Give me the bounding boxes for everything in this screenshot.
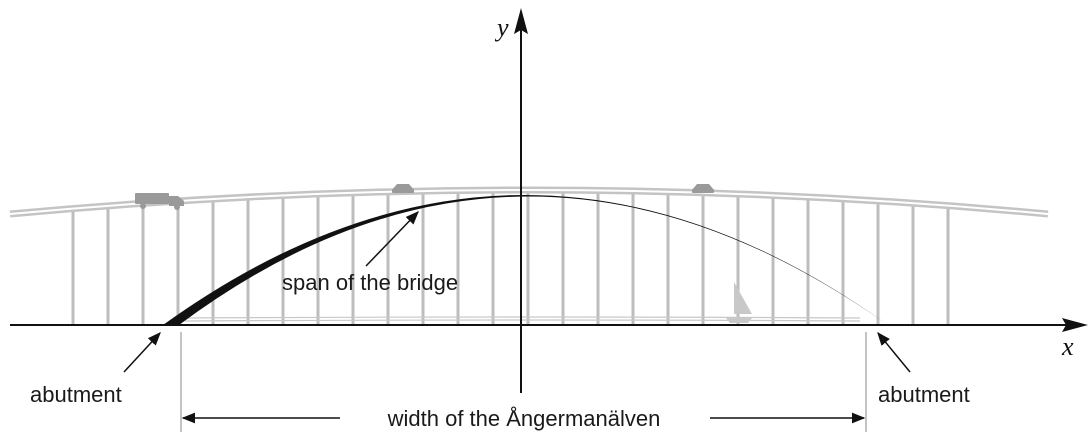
span-pointer-arrow <box>365 211 419 267</box>
y-axis-arrowhead <box>514 8 528 34</box>
car-icon <box>692 184 714 193</box>
abutment-left-label: abutment <box>30 382 122 407</box>
x-axis-label: x <box>1061 332 1074 361</box>
x-axis-arrowhead <box>1062 318 1088 332</box>
abutment-left-arrow <box>123 332 161 373</box>
y-axis-label: y <box>494 13 509 42</box>
bridge-hangers <box>71 193 950 325</box>
truck-icon <box>135 193 184 210</box>
bridge-arch <box>163 195 888 325</box>
car-icon <box>392 184 414 193</box>
river-water <box>184 316 861 322</box>
width-label: width of the Ångermanälven <box>387 406 661 431</box>
abutment-right-arrow <box>877 331 911 373</box>
sailboat-icon <box>726 282 752 323</box>
span-label: span of the bridge <box>282 270 458 295</box>
abutment-right-label: abutment <box>878 382 970 407</box>
